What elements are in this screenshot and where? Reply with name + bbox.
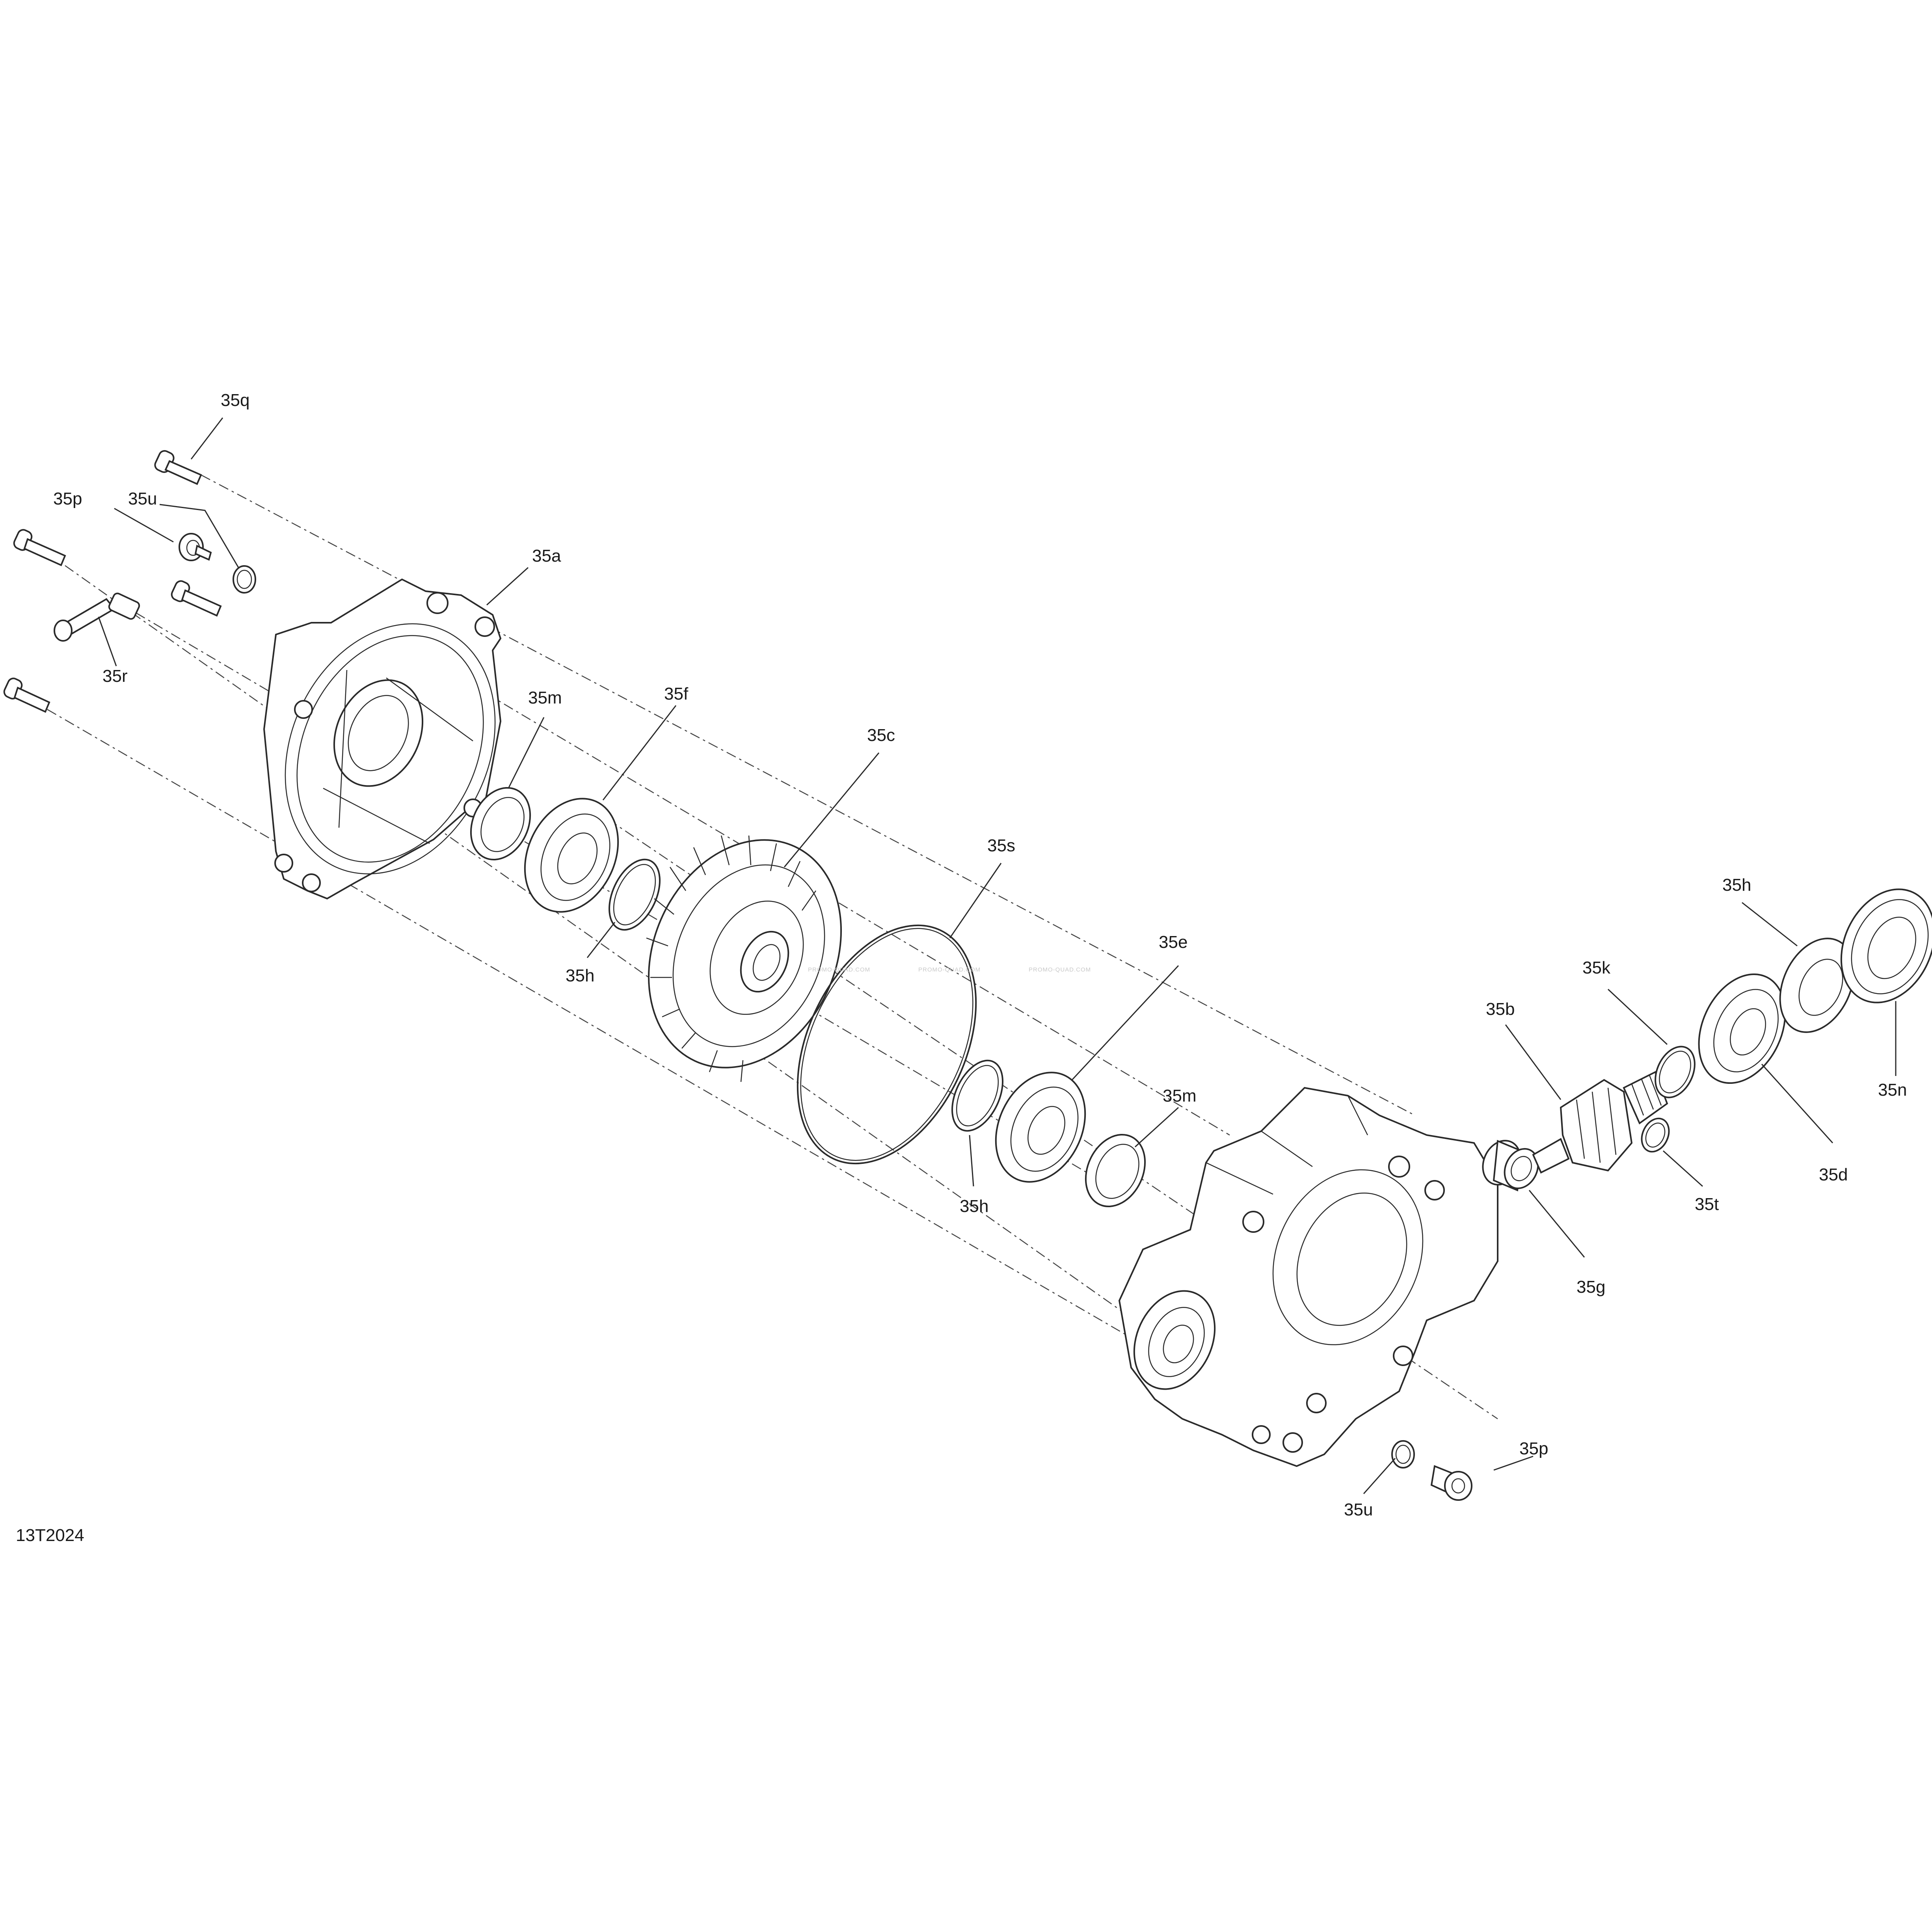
callout-35m-right: 35m <box>1163 1086 1197 1106</box>
bolt-left-lower <box>3 678 50 713</box>
plug-35p-bottom <box>1430 1465 1472 1501</box>
watermark-strip: PROMO-QUAD.COM PROMO-QUAD.COM PROMO-QUAD… <box>808 966 1091 973</box>
seal-35m-left <box>470 787 531 861</box>
callout-35c: 35c <box>867 726 895 745</box>
callout-35h-right: 35h <box>1722 875 1751 895</box>
bolt-35q <box>154 450 202 485</box>
cover-housing-35a <box>263 578 502 900</box>
plug-35p-top <box>179 533 212 561</box>
washer-35u-bottom <box>1391 1440 1415 1469</box>
seal-35m-right <box>1085 1134 1146 1208</box>
callout-35n: 35n <box>1878 1080 1907 1100</box>
ring-gear-35c <box>646 835 842 1082</box>
callout-35g: 35g <box>1576 1277 1605 1297</box>
shim-35h-left <box>608 858 661 931</box>
shim-35h-mid <box>951 1059 1004 1132</box>
watermark-1: PROMO-QUAD.COM <box>808 966 870 973</box>
nut-35h-right <box>1779 938 1855 1033</box>
callout-35k: 35k <box>1582 958 1611 977</box>
elbow-fitting-35r <box>54 592 140 642</box>
ring-35t <box>1641 1117 1670 1153</box>
callout-35f: 35f <box>664 684 689 704</box>
callout-35a: 35a <box>532 546 561 566</box>
callout-35e: 35e <box>1159 932 1187 952</box>
callout-35u-bottom: 35u <box>1344 1500 1373 1519</box>
oil-seal-35n <box>1840 888 1932 1003</box>
bearing-35e <box>995 1072 1086 1183</box>
gearcase-housing <box>1118 1087 1498 1467</box>
shim-35k <box>1655 1046 1696 1098</box>
callout-labels: 35q 35p 35u 35a 35r 35m 35f 35c 35s 35h … <box>53 391 1907 1519</box>
callout-35q: 35q <box>221 391 249 410</box>
callout-35s: 35s <box>987 836 1015 855</box>
bearing-35f <box>524 798 619 913</box>
figure-id: 13T2024 <box>16 1526 84 1545</box>
bearing-35d <box>1698 973 1786 1084</box>
callout-35p-top: 35p <box>53 489 82 508</box>
callout-35r: 35r <box>102 666 128 686</box>
watermark-2: PROMO-QUAD.COM <box>918 966 981 973</box>
washer-35u-top <box>233 565 256 594</box>
callout-35b: 35b <box>1486 1000 1515 1019</box>
callout-35h-left: 35h <box>566 966 594 985</box>
callout-35p-bottom: 35p <box>1519 1439 1548 1458</box>
pinion-gear-35b <box>1532 1071 1668 1174</box>
callout-35m-left: 35m <box>528 688 562 707</box>
bolt-left-upper <box>13 529 66 566</box>
leader-lines <box>98 417 1897 1494</box>
watermark-3: PROMO-QUAD.COM <box>1029 966 1091 973</box>
bolt-middle <box>171 580 222 617</box>
callout-35t: 35t <box>1695 1195 1719 1214</box>
callout-35h-mid: 35h <box>960 1197 988 1216</box>
callout-35d: 35d <box>1819 1165 1848 1184</box>
needle-bearing-35g <box>1482 1140 1539 1191</box>
o-ring-35s <box>797 924 977 1165</box>
callout-35u-top: 35u <box>128 489 157 508</box>
